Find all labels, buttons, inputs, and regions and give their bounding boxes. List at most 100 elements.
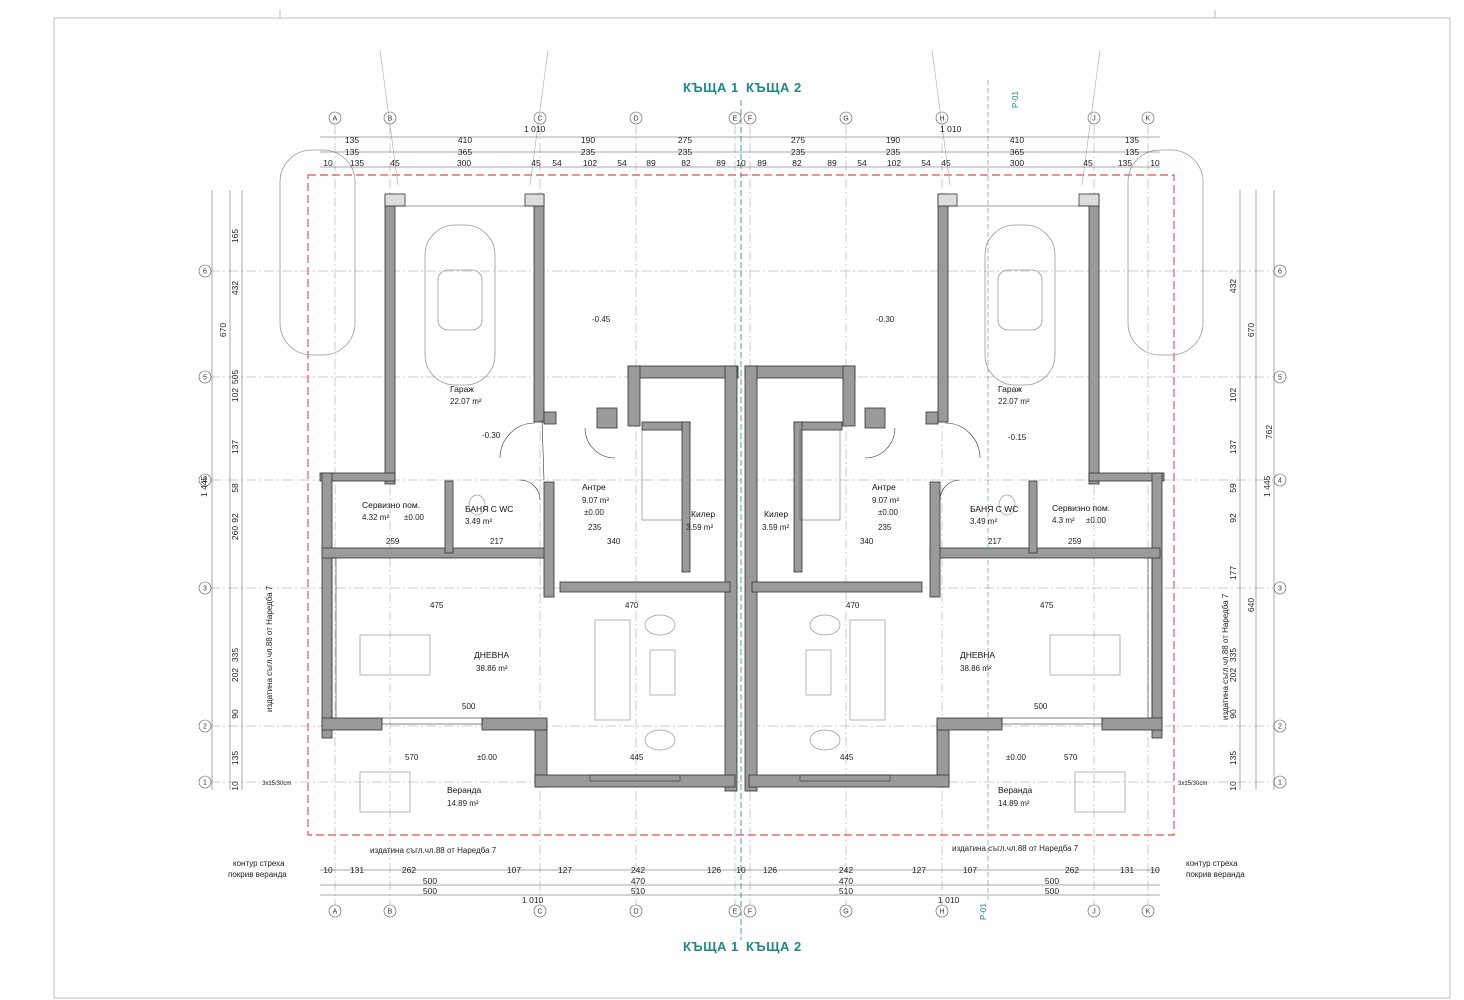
rooms-house1: Гараж 22.07 m² -0.30 -0.45 Сервизно пом.…	[362, 315, 715, 808]
dim-label: 102	[230, 388, 240, 402]
dim-label: 102	[583, 158, 597, 168]
section-marker-bottom: P-01	[979, 903, 988, 920]
sheet-frame	[53, 17, 1451, 999]
living-dim: 475	[1040, 601, 1054, 610]
left-total: 1 445	[199, 475, 209, 497]
garage-area: 22.07 m²	[450, 397, 482, 406]
axis-letter-d: D	[633, 116, 638, 123]
dim-label: 135	[1125, 135, 1139, 145]
dim-label: 54	[552, 158, 562, 168]
dim-label: 92	[1228, 513, 1238, 523]
garage-area: 22.07 m²	[998, 397, 1030, 406]
dim-label: 235	[886, 147, 900, 157]
hall-label: Антре	[582, 482, 606, 492]
outside-level: -0.30	[876, 315, 895, 324]
dim-label: 135	[1118, 158, 1132, 168]
service-dim: 259	[1068, 537, 1082, 546]
outside-level: -0.45	[592, 315, 611, 324]
dim-label: 260	[230, 526, 240, 540]
axis-circle	[629, 904, 643, 918]
living-dim2: 470	[846, 601, 860, 610]
right-total: 1 445	[1262, 475, 1272, 497]
dim-label: 45	[941, 158, 951, 168]
axis-number-6: 6	[1278, 269, 1282, 276]
living-area: 38.86 m²	[476, 664, 508, 673]
dim-label: 58	[230, 483, 240, 493]
dim-label: 262	[1065, 865, 1079, 875]
dim-label: 202	[1228, 668, 1238, 682]
dim-label: 300	[1010, 158, 1024, 168]
service-label: Сервизно пом.	[362, 500, 420, 510]
pantry-area: 3.59 m²	[686, 523, 713, 532]
living-dim3: 445	[630, 753, 644, 762]
axis-circle	[328, 904, 342, 918]
bath-label: БАНЯ С WC	[970, 504, 1018, 514]
section-marker-top: P-01	[1011, 91, 1020, 108]
axis-circle	[743, 904, 757, 918]
dim-label: 10	[1150, 865, 1160, 875]
axis-circle	[198, 581, 212, 595]
projection-note-left-vert: издатина съгл.чл.88 от Наредба 7	[265, 585, 274, 712]
dim-label: 92	[230, 513, 240, 523]
dim-label: 135	[1228, 751, 1238, 765]
axis-number-4: 4	[203, 478, 207, 485]
dim-label: 470	[839, 876, 853, 886]
service-level: ±0.00	[404, 513, 425, 522]
axis-circle	[935, 904, 949, 918]
axis-number-2: 2	[1278, 724, 1282, 731]
dim-label: 89	[716, 158, 726, 168]
title-house1-top: КЪЩА 1	[683, 80, 739, 95]
dim-label: 10	[230, 781, 240, 791]
dim-label: 90	[230, 709, 240, 719]
axis-letter-a: A	[333, 116, 338, 123]
walls-house1	[319, 193, 739, 792]
dim-label: 45	[531, 158, 541, 168]
title-house1-bottom: КЪЩА 1	[683, 939, 739, 954]
axis-letter-f: F	[748, 909, 752, 916]
dim-label: 127	[558, 865, 572, 875]
eaves-note-right: контур стреха	[1186, 859, 1238, 868]
dim-label: 127	[912, 865, 926, 875]
pantry-label: Килер	[691, 509, 715, 519]
dim-label: 135	[345, 135, 359, 145]
title-house2-bottom: КЪЩА 2	[746, 939, 802, 954]
bath-label: БАНЯ С WC	[465, 504, 513, 514]
eaves-note-right-2: покрив веранда	[1186, 870, 1245, 879]
axis-letter-c: C	[537, 909, 542, 916]
dim-label: 640	[1246, 598, 1256, 612]
living-dim3: 445	[840, 753, 854, 762]
dim-label: 10	[736, 865, 746, 875]
dim-label: 410	[458, 135, 472, 145]
projection-note-left: издатина съгл.чл.88 от Наредба 7	[370, 846, 497, 855]
dim-label: 410	[1010, 135, 1024, 145]
title-house2-top: КЪЩА 2	[746, 80, 802, 95]
service-area: 4.32 m²	[362, 513, 389, 522]
living-dim4: 500	[1034, 702, 1048, 711]
axis-letter-g: G	[843, 116, 848, 123]
dim-label: 10	[323, 865, 333, 875]
axis-letter-h: H	[939, 909, 944, 916]
dim-label: 59	[1228, 483, 1238, 493]
dim-label: 54	[921, 158, 931, 168]
service-label: Сервизно пом.	[1052, 503, 1110, 513]
axis-number-5: 5	[1278, 375, 1282, 382]
dim-label: 10	[323, 158, 333, 168]
bath-area: 3.49 m²	[970, 517, 997, 526]
axis-circle	[629, 111, 643, 125]
axis-circle	[1087, 904, 1101, 918]
dim-label: 107	[963, 865, 977, 875]
dim-label: 190	[581, 135, 595, 145]
top-total-left: 1 010	[524, 124, 546, 134]
bath-dim: 217	[490, 537, 504, 546]
dim-label: 470	[631, 876, 645, 886]
dim-label: 10	[1150, 158, 1160, 168]
axis-circle	[198, 264, 212, 278]
dim-label: 131	[1120, 865, 1134, 875]
axis-letter-g: G	[843, 909, 848, 916]
stair-note-left: 3x15/30cm	[262, 781, 291, 787]
